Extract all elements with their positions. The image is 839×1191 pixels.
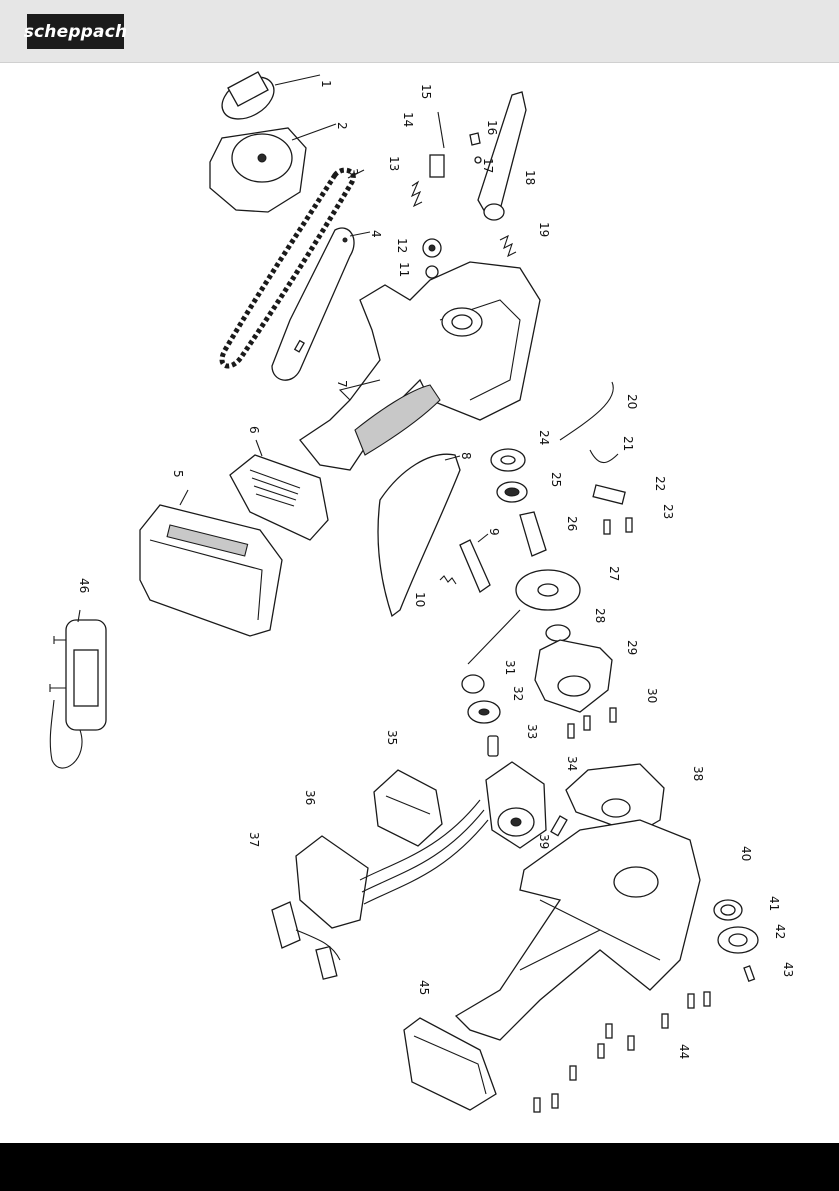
part-label-1: 1: [319, 80, 333, 88]
part-12-gear: [423, 239, 441, 257]
part-39-screw: [551, 816, 567, 836]
part-4-guide-bar: [272, 228, 370, 380]
part-label-11: 11: [397, 262, 411, 277]
part-32-bearing: [468, 701, 500, 723]
part-43-pin: [744, 966, 754, 981]
part-27-gear-wheel: [516, 570, 580, 610]
part-7-main-housing: [300, 262, 540, 470]
part-label-12: 12: [395, 238, 409, 253]
part-42-cap: [718, 927, 758, 953]
part-41-washer: [714, 900, 742, 920]
part-11-washer: [426, 266, 438, 278]
header-band: scheppach: [0, 0, 839, 63]
part-label-42: 42: [773, 924, 787, 939]
part-label-19: 19: [537, 222, 551, 237]
part-18-lever: [478, 92, 526, 220]
part-label-21: 21: [621, 436, 635, 451]
part-label-6: 6: [247, 426, 261, 434]
part-46-charger: [50, 610, 106, 768]
part-label-43: 43: [781, 962, 795, 977]
part-label-7: 7: [335, 380, 349, 388]
part-19-spring: [500, 236, 516, 256]
exploded-parts-diagram: 1 2 3 4 5 6 7 8 9 10 11 12 13 14 15 16 1…: [0, 62, 839, 1143]
part-24-seal: [491, 449, 525, 471]
part-29-gear-housing: [535, 640, 612, 712]
part-label-23: 23: [661, 504, 675, 519]
part-label-22: 22: [653, 476, 667, 491]
part-22-oil-pump: [593, 485, 625, 504]
part-label-20: 20: [625, 394, 639, 409]
part-label-35: 35: [385, 730, 399, 745]
part-label-4: 4: [369, 230, 383, 238]
part-30-screws: [568, 708, 616, 738]
part-label-44: 44: [677, 1044, 691, 1059]
part-label-24: 24: [537, 430, 551, 445]
part-35-switch: [374, 770, 442, 846]
part-label-39: 39: [537, 834, 551, 849]
part-label-30: 30: [645, 688, 659, 703]
footer-band: [0, 1143, 839, 1191]
part-label-5: 5: [171, 470, 185, 478]
part-23-screws: [604, 518, 632, 534]
part-34-motor: [486, 762, 546, 848]
part-33-pinion: [488, 736, 498, 756]
part-label-40: 40: [739, 846, 753, 861]
part-label-41: 41: [767, 896, 781, 911]
part-label-29: 29: [625, 640, 639, 655]
part-label-33: 33: [525, 724, 539, 739]
scheppach-logo: scheppach: [27, 14, 124, 49]
part-label-31: 31: [503, 660, 517, 675]
part-17-washer: [475, 157, 481, 163]
part-40-housing-half: [456, 820, 700, 1040]
part-label-14: 14: [401, 112, 415, 127]
part-10-spring: [440, 576, 456, 584]
part-label-34: 34: [565, 756, 579, 771]
part-28-washer: [546, 625, 570, 641]
part-label-27: 27: [607, 566, 621, 581]
part-label-36: 36: [303, 790, 317, 805]
part-15-pin: [438, 112, 444, 148]
part-13-spring: [412, 182, 422, 206]
part-label-17: 17: [481, 158, 495, 173]
part-label-3: 3: [346, 168, 360, 176]
part-1-knob: [215, 68, 320, 127]
part-16-screw: [470, 133, 480, 145]
part-21-hose: [590, 450, 618, 463]
part-20-oil-hose: [560, 382, 613, 440]
part-label-16: 16: [485, 120, 499, 135]
part-26-shaft: [520, 512, 546, 556]
part-label-15: 15: [419, 84, 433, 99]
part-label-9: 9: [487, 528, 501, 536]
part-label-8: 8: [459, 452, 473, 460]
part-label-25: 25: [549, 472, 563, 487]
part-label-18: 18: [523, 170, 537, 185]
part-label-28: 28: [593, 608, 607, 623]
part-label-10: 10: [413, 592, 427, 607]
part-31-bearing: [462, 610, 520, 693]
part-label-38: 38: [691, 766, 705, 781]
part-label-45: 45: [417, 980, 431, 995]
part-14-block: [430, 155, 444, 177]
part-label-26: 26: [565, 516, 579, 531]
part-25-bearing: [497, 482, 527, 502]
part-label-13: 13: [387, 156, 401, 171]
part-label-2: 2: [335, 122, 349, 130]
part-9-trigger: [460, 534, 490, 592]
part-label-46: 46: [77, 578, 91, 593]
part-label-37: 37: [247, 832, 261, 847]
part-label-32: 32: [511, 686, 525, 701]
